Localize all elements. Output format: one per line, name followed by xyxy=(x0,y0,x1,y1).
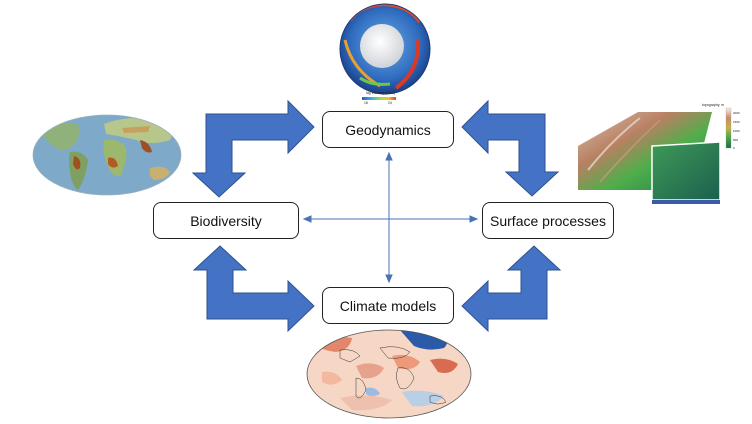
node-geodynamics-label: Geodynamics xyxy=(345,121,431,138)
climate-anomaly-map-image xyxy=(306,329,472,419)
topography-colorbar-title: topography, m xyxy=(702,103,724,107)
horizontal-link-arrowhead-right xyxy=(469,215,479,223)
node-geodynamics: Geodynamics xyxy=(322,111,454,148)
node-biodiversity: Biodiversity xyxy=(153,202,299,239)
vertical-link-arrowhead-top xyxy=(385,151,393,161)
topography-colorbar-tick: 0 xyxy=(733,146,735,150)
topography-render-image: topography, m 2000 1500 1000 500 0 xyxy=(578,103,740,204)
biodiversity-world-map-image xyxy=(32,114,182,196)
node-surface-processes-label: Surface processes xyxy=(490,212,606,229)
topography-colorbar-tick: 2000 xyxy=(733,111,740,115)
node-climate-models-label: Climate models xyxy=(339,297,437,314)
topography-colorbar-tick: 1500 xyxy=(733,120,740,124)
arrow-biodiversity-to-climate xyxy=(192,245,315,333)
globe-colorbar-tick-max: 24 xyxy=(388,101,392,105)
horizontal-link-arrowhead-left xyxy=(302,215,312,223)
node-surface-processes: Surface processes xyxy=(482,202,614,239)
arrow-climate-to-surface xyxy=(461,245,562,333)
node-climate-models: Climate models xyxy=(322,287,454,324)
mantle-convection-globe-image: log Viscosity (Pa·s) 18 24 xyxy=(339,3,431,105)
globe-colorbar-tick-min: 18 xyxy=(364,101,368,105)
globe-colorbar-title: log Viscosity (Pa·s) xyxy=(366,91,395,95)
topography-colorbar-tick: 1000 xyxy=(733,129,740,133)
topography-colorbar xyxy=(725,107,732,149)
arrow-geodynamics-to-biodiversity xyxy=(191,99,315,198)
vertical-link-arrowhead-bottom xyxy=(385,274,393,284)
topography-colorbar-tick: 500 xyxy=(733,138,738,142)
node-biodiversity-label: Biodiversity xyxy=(190,212,262,229)
globe-colorbar xyxy=(362,97,396,100)
arrow-geodynamics-to-surface xyxy=(461,99,560,197)
center-connectors xyxy=(302,151,479,284)
